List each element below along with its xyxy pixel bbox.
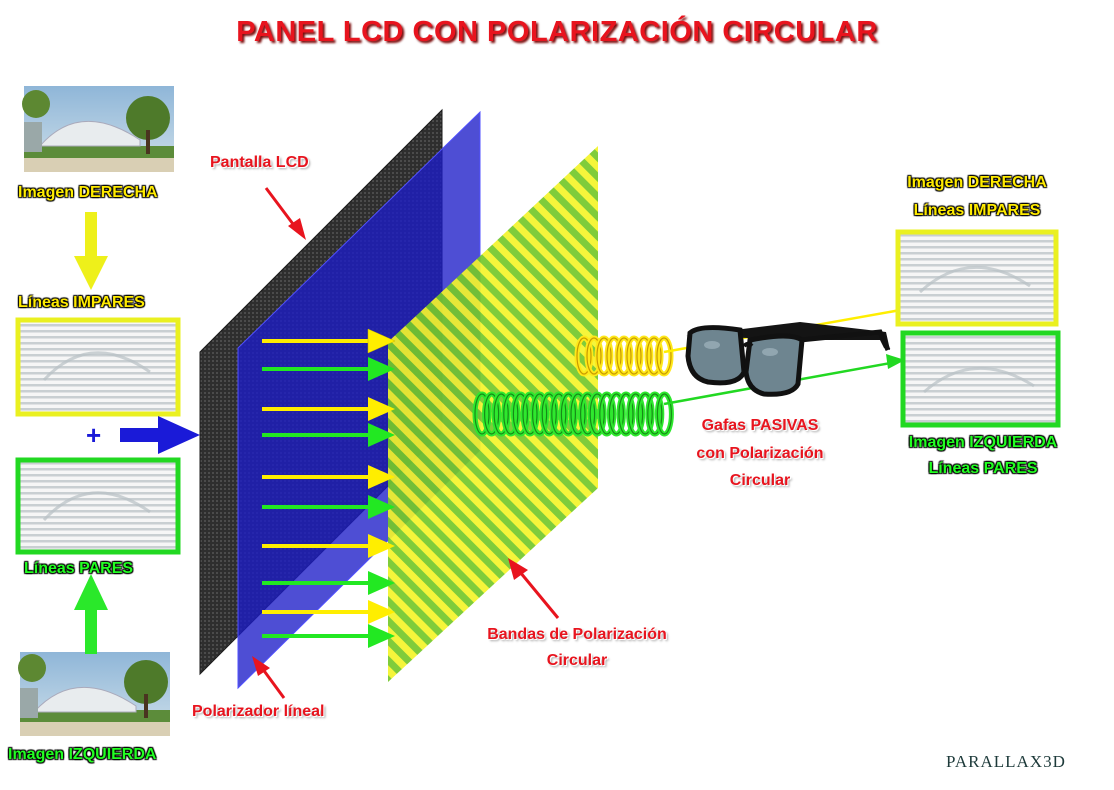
label-lineas-impares: Líneas IMPARES	[18, 294, 145, 312]
coil-loop	[512, 393, 529, 435]
label-bandas-line1: Bandas de Polarización	[487, 626, 667, 643]
coil-loop	[579, 393, 596, 435]
coil-loop	[656, 337, 672, 375]
passive-glasses-image	[685, 322, 891, 397]
label-pantalla-lcd: Pantalla LCD	[210, 154, 309, 171]
yellow-arrow	[262, 600, 395, 624]
right-odd-lines-frame	[895, 229, 1059, 327]
odd-lines-frame	[15, 317, 181, 417]
coil-loop	[570, 393, 586, 435]
right-label-imagen-izquierda-word: IZQUIERDA	[969, 434, 1058, 451]
right-label-imagen-izquierda-prefix: Imagen	[908, 434, 970, 451]
label-gafas-line1: Gafas PASIVAS	[701, 417, 819, 434]
right-label-lineas-impares: Líneas IMPARES	[878, 202, 1076, 220]
coil-loop	[531, 393, 548, 435]
down-arrow-yellow	[74, 212, 108, 290]
yellow-arrow	[262, 328, 396, 354]
right-even-lines-frame	[900, 330, 1061, 428]
green-ray-head	[886, 354, 905, 369]
coil-loop	[576, 337, 592, 375]
green-arrow	[262, 357, 395, 381]
green-arrow	[262, 423, 395, 447]
coil-loop	[589, 393, 605, 435]
label-bandas-line2: Circular	[546, 652, 608, 669]
label-imagen-izquierda-word: IZQUIERDA	[68, 746, 157, 763]
green-arrow	[262, 624, 395, 648]
right-label-lineas-pares: Líneas PARES	[880, 460, 1086, 478]
coil-loop	[522, 393, 538, 435]
label-imagen-derecha-prefix: Imagen	[18, 184, 79, 201]
right-label-lineas-pares-prefix: Líneas	[928, 460, 984, 477]
right-label-imagen-izquierda: Imagen IZQUIERDA	[880, 434, 1086, 452]
coil-loop	[636, 337, 652, 375]
green-arrow	[262, 495, 395, 519]
coil-loop	[618, 393, 634, 435]
plus-sign: +	[86, 420, 102, 450]
coil-loop	[646, 337, 662, 375]
right-label-lineas-impares-word: IMPARES	[968, 202, 1041, 219]
yellow-arrow	[262, 534, 395, 558]
coil-loop	[474, 393, 490, 435]
pointer-polarizador	[252, 656, 286, 699]
light-arrows	[262, 328, 396, 648]
coil-loop	[586, 337, 602, 375]
label-lineas-pares-word: PARES	[79, 560, 134, 577]
coil-loop	[637, 393, 653, 435]
right-label-imagen-derecha-word: DERECHA	[967, 174, 1047, 191]
coil-loop	[599, 393, 615, 435]
pointer-bandas	[508, 558, 560, 619]
label-imagen-izquierda: Imagen IZQUIERDA	[8, 746, 156, 764]
label-lineas-pares: Líneas PARES	[24, 560, 133, 578]
label-lineas-pares-prefix: Líneas	[24, 560, 80, 577]
label-imagen-derecha: Imagen DERECHA	[18, 184, 158, 202]
label-lineas-impares-prefix: Líneas	[18, 294, 74, 311]
coil-loop	[656, 393, 673, 435]
label-imagen-derecha-word: DERECHA	[78, 184, 158, 201]
coil-loop	[484, 393, 500, 435]
brand-watermark: PARALLAX3D	[946, 752, 1066, 771]
even-lines-frame	[15, 457, 181, 555]
coil-loop	[616, 337, 632, 375]
label-gafas-line3: Circular	[729, 472, 791, 489]
coil-loop	[541, 393, 557, 435]
page-title: PANEL LCD CON POLARIZACIÓN CIRCULAR	[236, 16, 878, 48]
label-lineas-impares-word: IMPARES	[73, 294, 145, 311]
blue-arrow-to-screen	[120, 416, 200, 454]
right-label-lineas-impares-prefix: Líneas	[913, 202, 969, 219]
label-imagen-izquierda-prefix: Imagen	[8, 746, 69, 763]
coil-loop	[626, 337, 642, 375]
green-spiral	[472, 391, 674, 437]
photo-right-image	[22, 86, 174, 172]
pointer-pantalla	[264, 187, 306, 240]
coil-loop	[493, 393, 509, 435]
coil-loop	[503, 393, 519, 435]
coil-loop	[608, 393, 625, 435]
yellow-arrow	[262, 465, 395, 489]
right-label-imagen-derecha: Imagen DERECHA	[878, 174, 1076, 192]
yellow-arrow	[262, 397, 395, 421]
green-arrow	[262, 571, 395, 595]
coil-loop	[596, 337, 612, 375]
label-gafas-line2: con Polarización	[696, 445, 824, 462]
label-polarizador: Polarizador líneal	[192, 703, 325, 720]
yellow-spiral	[574, 335, 674, 377]
right-label-imagen-derecha-prefix: Imagen	[907, 174, 968, 191]
coil-loop	[627, 393, 644, 435]
up-arrow-green	[74, 574, 108, 654]
photo-left-image	[18, 652, 170, 736]
coil-loop	[551, 393, 567, 435]
coil-loop	[647, 393, 663, 435]
coil-loop	[560, 393, 577, 435]
coil-loop	[606, 337, 622, 375]
right-label-lineas-pares-word: PARES	[983, 460, 1038, 477]
